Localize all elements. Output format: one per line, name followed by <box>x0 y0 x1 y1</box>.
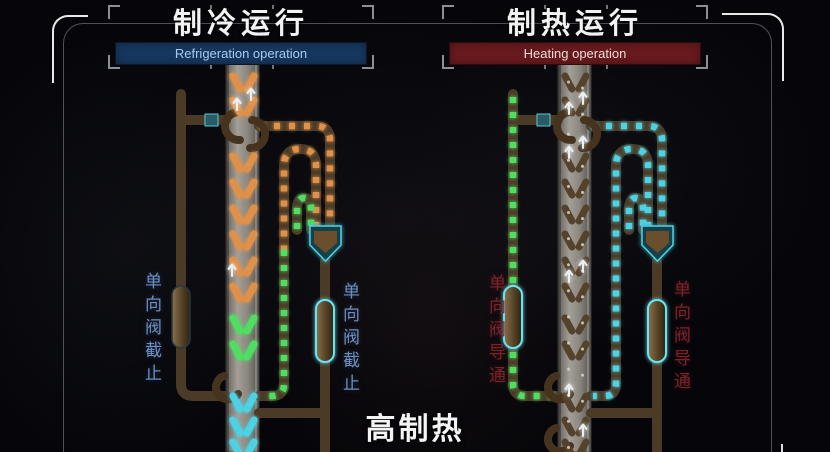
heating-diagram <box>503 61 674 452</box>
plate-dashes-cold <box>229 392 258 452</box>
solenoid-valve <box>204 113 219 127</box>
suction-pipe-lower-elbow <box>176 341 231 401</box>
discharge-flow-cold <box>591 122 666 222</box>
frame-tick <box>605 65 608 69</box>
flow-arrow-icon <box>564 101 574 115</box>
discharge-flow <box>259 122 334 222</box>
plate-shade-edge <box>226 62 229 452</box>
flow-arrow-icon <box>246 87 256 101</box>
plate-dashes-hot <box>229 72 258 303</box>
flow-arrow-icon <box>578 423 588 437</box>
hud-corner-top-right <box>722 13 784 81</box>
distributor-funnel-core <box>646 231 669 253</box>
refrigeration-title-cn: 制冷运行 <box>172 8 309 40</box>
valve-label-heating-left: 单向阀导通 <box>486 274 505 389</box>
outer-loop-flow-hot <box>280 145 320 250</box>
heating-title-box: 制热运行 Heating operation <box>442 5 708 69</box>
flow-arrow-icon <box>564 383 574 397</box>
valve-label-heating-right: 单向阀导通 <box>671 280 690 395</box>
bracket-corner-icon <box>442 55 454 69</box>
bracket-corner-icon <box>696 55 708 69</box>
bracket-corner-icon <box>362 55 374 69</box>
outer-loop-pipe <box>254 144 321 401</box>
flow-arrow-icon <box>227 263 237 277</box>
flow-arrow-icon <box>578 135 588 149</box>
outer-loop-flow-cooled <box>261 250 288 400</box>
valve-label-refrigeration-left: 单向阀截止 <box>142 272 161 387</box>
heating-title-cn: 制热运行 <box>506 8 643 40</box>
outer-loop-pipe <box>586 144 653 401</box>
refrigeration-title-box: 制冷运行 Refrigeration operation <box>108 5 374 69</box>
plate-light-edge <box>587 62 589 452</box>
solenoid-valve <box>536 113 551 127</box>
pipe-curl-connector <box>246 116 270 153</box>
check-valve-closed <box>171 285 191 349</box>
frame-tick <box>210 65 213 69</box>
flow-arrow-icon <box>578 259 588 273</box>
flow-arrow-icon <box>564 269 574 283</box>
plate-shade-edge <box>558 62 561 452</box>
hud-corner-top-left <box>52 15 88 83</box>
check-valve-open <box>647 299 667 363</box>
frame-tick <box>605 5 608 9</box>
mode-caption: 高制热 <box>365 413 465 446</box>
distributor-funnel-core <box>314 231 337 253</box>
refrigeration-diagram <box>171 61 342 452</box>
check-valve-main-line <box>315 299 335 363</box>
frame-tick <box>544 5 547 9</box>
inner-loop-flow <box>625 194 647 229</box>
inner-loop-flow <box>293 194 315 229</box>
hud-frame-line <box>63 23 772 452</box>
frame-tick <box>210 5 213 9</box>
valve-label-refrigeration-right: 单向阀截止 <box>340 282 359 397</box>
bracket-corner-icon <box>696 5 708 19</box>
flow-arrow-icon <box>564 145 574 159</box>
frame-tick <box>271 5 274 9</box>
flow-arrow-icon <box>232 97 242 111</box>
frame-tick <box>544 65 547 69</box>
plate-light-edge <box>255 62 257 452</box>
frame-tick <box>271 65 274 69</box>
bracket-corner-icon <box>362 5 374 19</box>
bracket-corner-icon <box>108 5 120 19</box>
pipe-curl-connector <box>578 116 602 153</box>
pipe-curl-connector <box>220 108 244 145</box>
refrigeration-title-en-banner: Refrigeration operation <box>115 42 367 65</box>
return-flow-green <box>509 97 560 400</box>
check-valve-open <box>503 285 523 349</box>
bracket-corner-icon <box>108 55 120 69</box>
plate-dashes-mid <box>229 314 258 361</box>
hud-corner-bottom-right <box>781 444 783 452</box>
pipe-curl-connector <box>552 108 576 145</box>
bracket-corner-icon <box>442 5 454 19</box>
flow-arrow-icon <box>578 91 588 105</box>
heating-title-en-banner: Heating operation <box>449 42 701 65</box>
